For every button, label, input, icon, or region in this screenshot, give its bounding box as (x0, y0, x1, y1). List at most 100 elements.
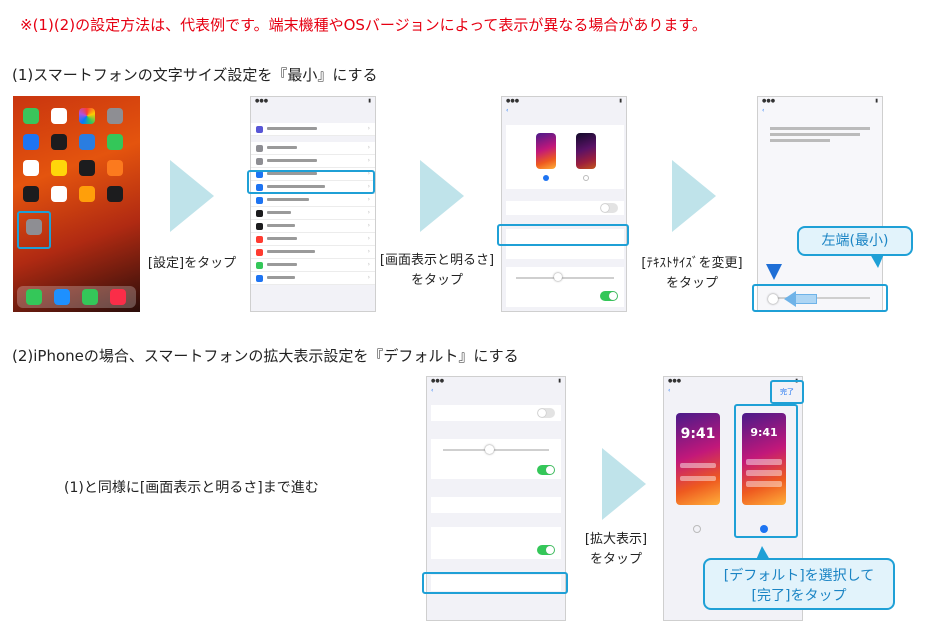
brightness-slider-thumb[interactable] (485, 445, 494, 454)
text-size-row-highlight[interactable] (497, 224, 629, 246)
done-button-highlight[interactable]: 完了 (770, 380, 804, 404)
section2-intro: (1)と同様に[画面表示と明るさ]まで進む (64, 480, 319, 496)
status-bar: ●●●▮ (762, 98, 878, 104)
zoom-view-row (431, 575, 561, 591)
status-bar: ●●●▮ (506, 98, 622, 104)
maps-app-icon (107, 134, 123, 150)
notes-app-icon (51, 160, 67, 176)
settings-row[interactable]: › (251, 155, 375, 168)
step3-label-line2: をタップ (665, 276, 718, 291)
zoom-view-row-highlight[interactable] (422, 572, 568, 594)
settings-row[interactable]: › (251, 142, 375, 155)
mail-app-icon (23, 134, 39, 150)
callout2-tail (756, 546, 770, 560)
settings-row[interactable]: › (251, 259, 375, 272)
light-radio-icon[interactable] (543, 175, 549, 181)
step2-label: [画面表示と明るさ] をタップ (372, 251, 502, 291)
zoom-step-label: [拡大表示] をタップ (566, 530, 666, 570)
tv-app-icon (23, 186, 39, 202)
auto-row (506, 201, 624, 215)
callout-tail (870, 254, 884, 268)
slide-left-arrow-shaft (795, 294, 817, 304)
night-shift-row (431, 497, 561, 513)
larger-thumb-time: 9:41 (680, 425, 716, 442)
zoom-navbar: ‹ (664, 387, 802, 399)
back-chevron-icon[interactable]: ‹ (668, 387, 671, 394)
default-radio-icon[interactable] (760, 525, 768, 533)
phone-app-icon (26, 289, 42, 305)
settings-row[interactable]: › (251, 233, 375, 246)
back-chevron-icon[interactable]: ‹ (506, 107, 509, 114)
callout2-line2: [完了]をタップ (751, 588, 847, 604)
dark-mode-thumb[interactable] (576, 133, 596, 169)
settings-row[interactable]: › (251, 272, 375, 285)
text-size-navbar: ‹ (758, 107, 882, 119)
settings-row[interactable]: › (251, 207, 375, 220)
display-brightness-phone: ●●●▮ ‹ (501, 96, 627, 312)
step2-label-line1: [画面表示と明るさ] (379, 253, 495, 268)
section1-heading: (1)スマートフォンの文字サイズ設定を『最小』にする (12, 66, 378, 84)
messages-app-icon (82, 289, 98, 305)
true-tone-toggle[interactable] (600, 291, 618, 301)
bold-text-row (431, 405, 561, 421)
display-navbar: ‹ (502, 107, 626, 119)
default-option-highlight[interactable] (734, 404, 798, 538)
wallet-app-icon (107, 186, 123, 202)
slide-left-arrow-icon (784, 291, 796, 307)
settings-gear-icon[interactable] (26, 219, 42, 235)
pointer-down-icon (766, 264, 782, 280)
stocks-app-icon (79, 160, 95, 176)
appearance-panel (506, 125, 624, 189)
settings-row[interactable]: › (251, 246, 375, 259)
auto-lock-panel (431, 527, 561, 559)
facetime-app-icon (23, 108, 39, 124)
step1-label: [設定]をタップ (147, 256, 237, 271)
default-thumb-time: 9:41 (750, 425, 778, 439)
larger-text-radio-icon[interactable] (693, 525, 701, 533)
calendar-app-icon (51, 108, 67, 124)
true-tone-toggle[interactable] (537, 465, 555, 475)
brightness-slider-thumb[interactable] (554, 273, 562, 281)
light-mode-thumb[interactable] (536, 133, 556, 169)
step2-label-line2: をタップ (410, 273, 463, 288)
callout2-line1: [デフォルト]を選択して (723, 568, 875, 584)
default-thumb[interactable]: 9:41 (742, 413, 786, 505)
auto-toggle[interactable] (600, 203, 618, 213)
settings-navbar (251, 107, 375, 119)
settings-row[interactable]: › (251, 220, 375, 233)
text-size-slider-thumb[interactable] (768, 294, 778, 304)
zoom-step-label-line2: をタップ (589, 552, 642, 567)
bold-text-toggle[interactable] (537, 408, 555, 418)
settings-app-highlight[interactable] (17, 211, 51, 249)
section2-heading: (2)iPhoneの場合、スマートフォンの拡大表示設定を『デフォルト』にする (12, 347, 519, 365)
step-arrow-3 (672, 160, 716, 232)
health-app-icon (51, 186, 67, 202)
display-brightness-highlight[interactable] (247, 170, 375, 194)
dark-radio-icon[interactable] (583, 175, 589, 181)
home-screen-phone (13, 96, 140, 312)
step-arrow-4 (602, 448, 646, 520)
home-app-icon (79, 186, 95, 202)
raise-to-wake-toggle[interactable] (537, 545, 555, 555)
settings-list-phone: ●●●▮ › › › › › › › › › › › › (250, 96, 376, 312)
settings-row[interactable]: › (251, 123, 375, 136)
safari-app-icon (54, 289, 70, 305)
status-bar: ●●●▮ (431, 378, 561, 384)
default-done-callout: [デフォルト]を選択して [完了]をタップ (703, 558, 895, 610)
step3-label: [ﾃｷｽﾄｻｲｽﾞを変更] をタップ (630, 254, 754, 294)
back-chevron-icon[interactable]: ‹ (762, 107, 765, 114)
step3-label-line1: [ﾃｷｽﾄｻｲｽﾞを変更] (641, 256, 743, 271)
leftmost-callout: 左端(最小) (797, 226, 913, 256)
music-app-icon (110, 289, 126, 305)
settings-row[interactable]: › (251, 194, 375, 207)
clock-app-icon (51, 134, 67, 150)
step-arrow-2 (420, 160, 464, 232)
disclaimer-notice: ※(1)(2)の設定方法は、代表例です。端末機種やOSバージョンによって表示が異… (20, 16, 707, 34)
text-size-slider-highlight[interactable] (752, 284, 888, 312)
step-arrow-1 (170, 160, 214, 232)
larger-text-thumb[interactable]: 9:41 (676, 413, 720, 505)
text-size-slider-track (774, 297, 870, 299)
back-chevron-icon[interactable]: ‹ (431, 387, 434, 394)
photos-app-icon (79, 108, 95, 124)
done-button[interactable]: 完了 (780, 388, 794, 396)
